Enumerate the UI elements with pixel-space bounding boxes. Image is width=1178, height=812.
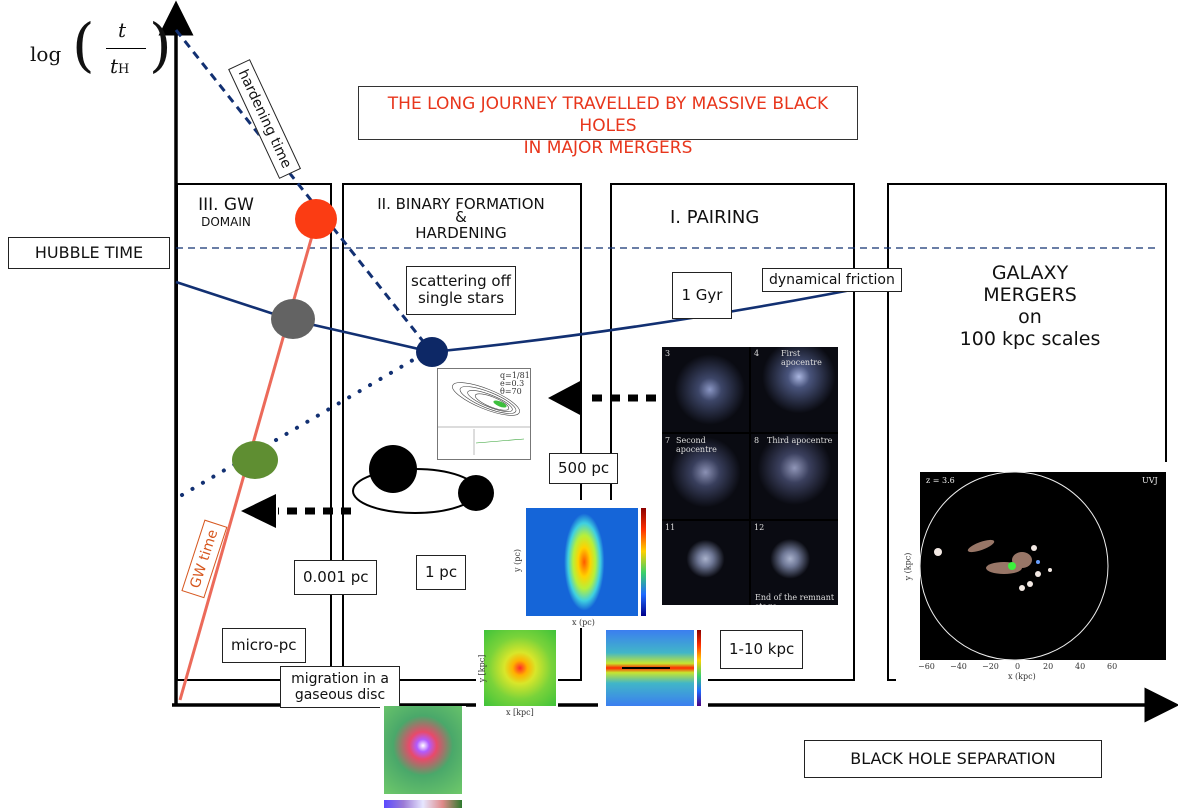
sim-ylabel: y (kpc) [903,552,913,581]
galaxy-simulation-image [919,471,1109,661]
gas-disc-image [484,630,556,706]
merger-frame: 7 Second apocentre [662,434,749,519]
merger-sequence-panel: 3 4 First apocentre 7 Second apocentre 8… [662,347,838,605]
binary-formation-frame [342,183,582,681]
navy-circle [416,337,448,367]
diagram-title: THE LONG JOURNEY TRAVELLED BY MASSIVE BL… [358,86,858,158]
gas-disc-panel: x [kpc] y [kpc] [476,628,558,720]
green-circle [232,441,278,479]
hardening-time-line [174,29,432,351]
pc0001-label: 0.001 pc [294,560,378,596]
pairing-header: I. PAIRING [670,207,760,228]
y-axis-denominator: tH [110,54,130,78]
merger-frame: 8 Third apocentre [751,434,838,519]
y-axis-numerator: t [118,18,127,42]
dotted-evolution-line [180,348,432,497]
scattering-label: scattering off single stars [406,266,516,315]
gas-slab-colorbar [697,630,701,706]
density-map-image [526,508,638,616]
arrow-to-gw-head [241,494,276,528]
density-colorbar [641,508,646,616]
gas-slab-panel [598,628,708,720]
orbit-legend: q=1/81 e=0.3 θ=70 [500,371,530,396]
gw-domain-header: III. GW DOMAIN [198,195,254,229]
gw-domain-frame [176,183,332,681]
title-line-2: IN MAJOR MERGERS [523,138,693,158]
orbit-plot [438,382,530,455]
migration-disc-colorbar [384,800,462,808]
sim-xlabel: x (kpc) [1008,672,1036,681]
red-circle [295,199,337,239]
migration-label: migration in a gaseous disc [280,666,400,709]
density-ylabel: y (pc) [512,549,522,572]
dynamical-friction-label: dynamical friction [762,268,902,293]
orbit-plot-panel: q=1/81 e=0.3 θ=70 [437,368,531,460]
kpc-label: 1-10 kpc [720,630,804,670]
dynamical-friction-curve [175,280,893,354]
sim-band: UVJ [1142,476,1158,485]
gas-disc-ylabel: y [kpc] [477,654,487,683]
title-line-1: THE LONG JOURNEY TRAVELLED BY MASSIVE BL… [387,94,829,136]
y-axis-log: log [30,42,62,66]
gas-disc-xlabel: x [kpc] [506,708,534,717]
migration-disc-panel [380,706,466,810]
black-hole-secondary [458,475,494,511]
pc1-label: 1 pc [416,555,467,591]
pairing-frame [610,183,855,681]
galaxy-simulation-panel: z = 3.6 UVJ x (kpc) y (kpc) −60 −40 −20 … [896,462,1168,684]
grey-circle [271,299,315,339]
migration-disc-image [384,706,462,794]
sim-redshift: z = 3.6 [926,476,955,485]
arrow-to-orbit-head [548,380,582,416]
binary-formation-header: II. BINARY FORMATION & HARDENING [377,195,545,242]
galaxy-mergers-header: GALAXY MERGERS on 100 kpc scales [959,262,1101,350]
micro-pc-label: micro-pc [222,628,306,664]
merger-frame: 12 End of the remnant stage [751,521,838,605]
merger-frame: 3 [662,347,749,432]
hubble-time-label: HUBBLE TIME [8,237,170,270]
merger-frame: 11 [662,521,749,605]
black-hole-primary [369,445,417,493]
merger-frame: 4 First apocentre [751,347,838,432]
density-map-panel: x (pc) y (pc) [510,500,658,628]
density-xlabel: x (pc) [572,618,595,627]
one-gyr-label: 1 Gyr [672,272,732,320]
pc500-label: 500 pc [549,453,619,485]
x-axis-label: BLACK HOLE SEPARATION [804,740,1102,779]
